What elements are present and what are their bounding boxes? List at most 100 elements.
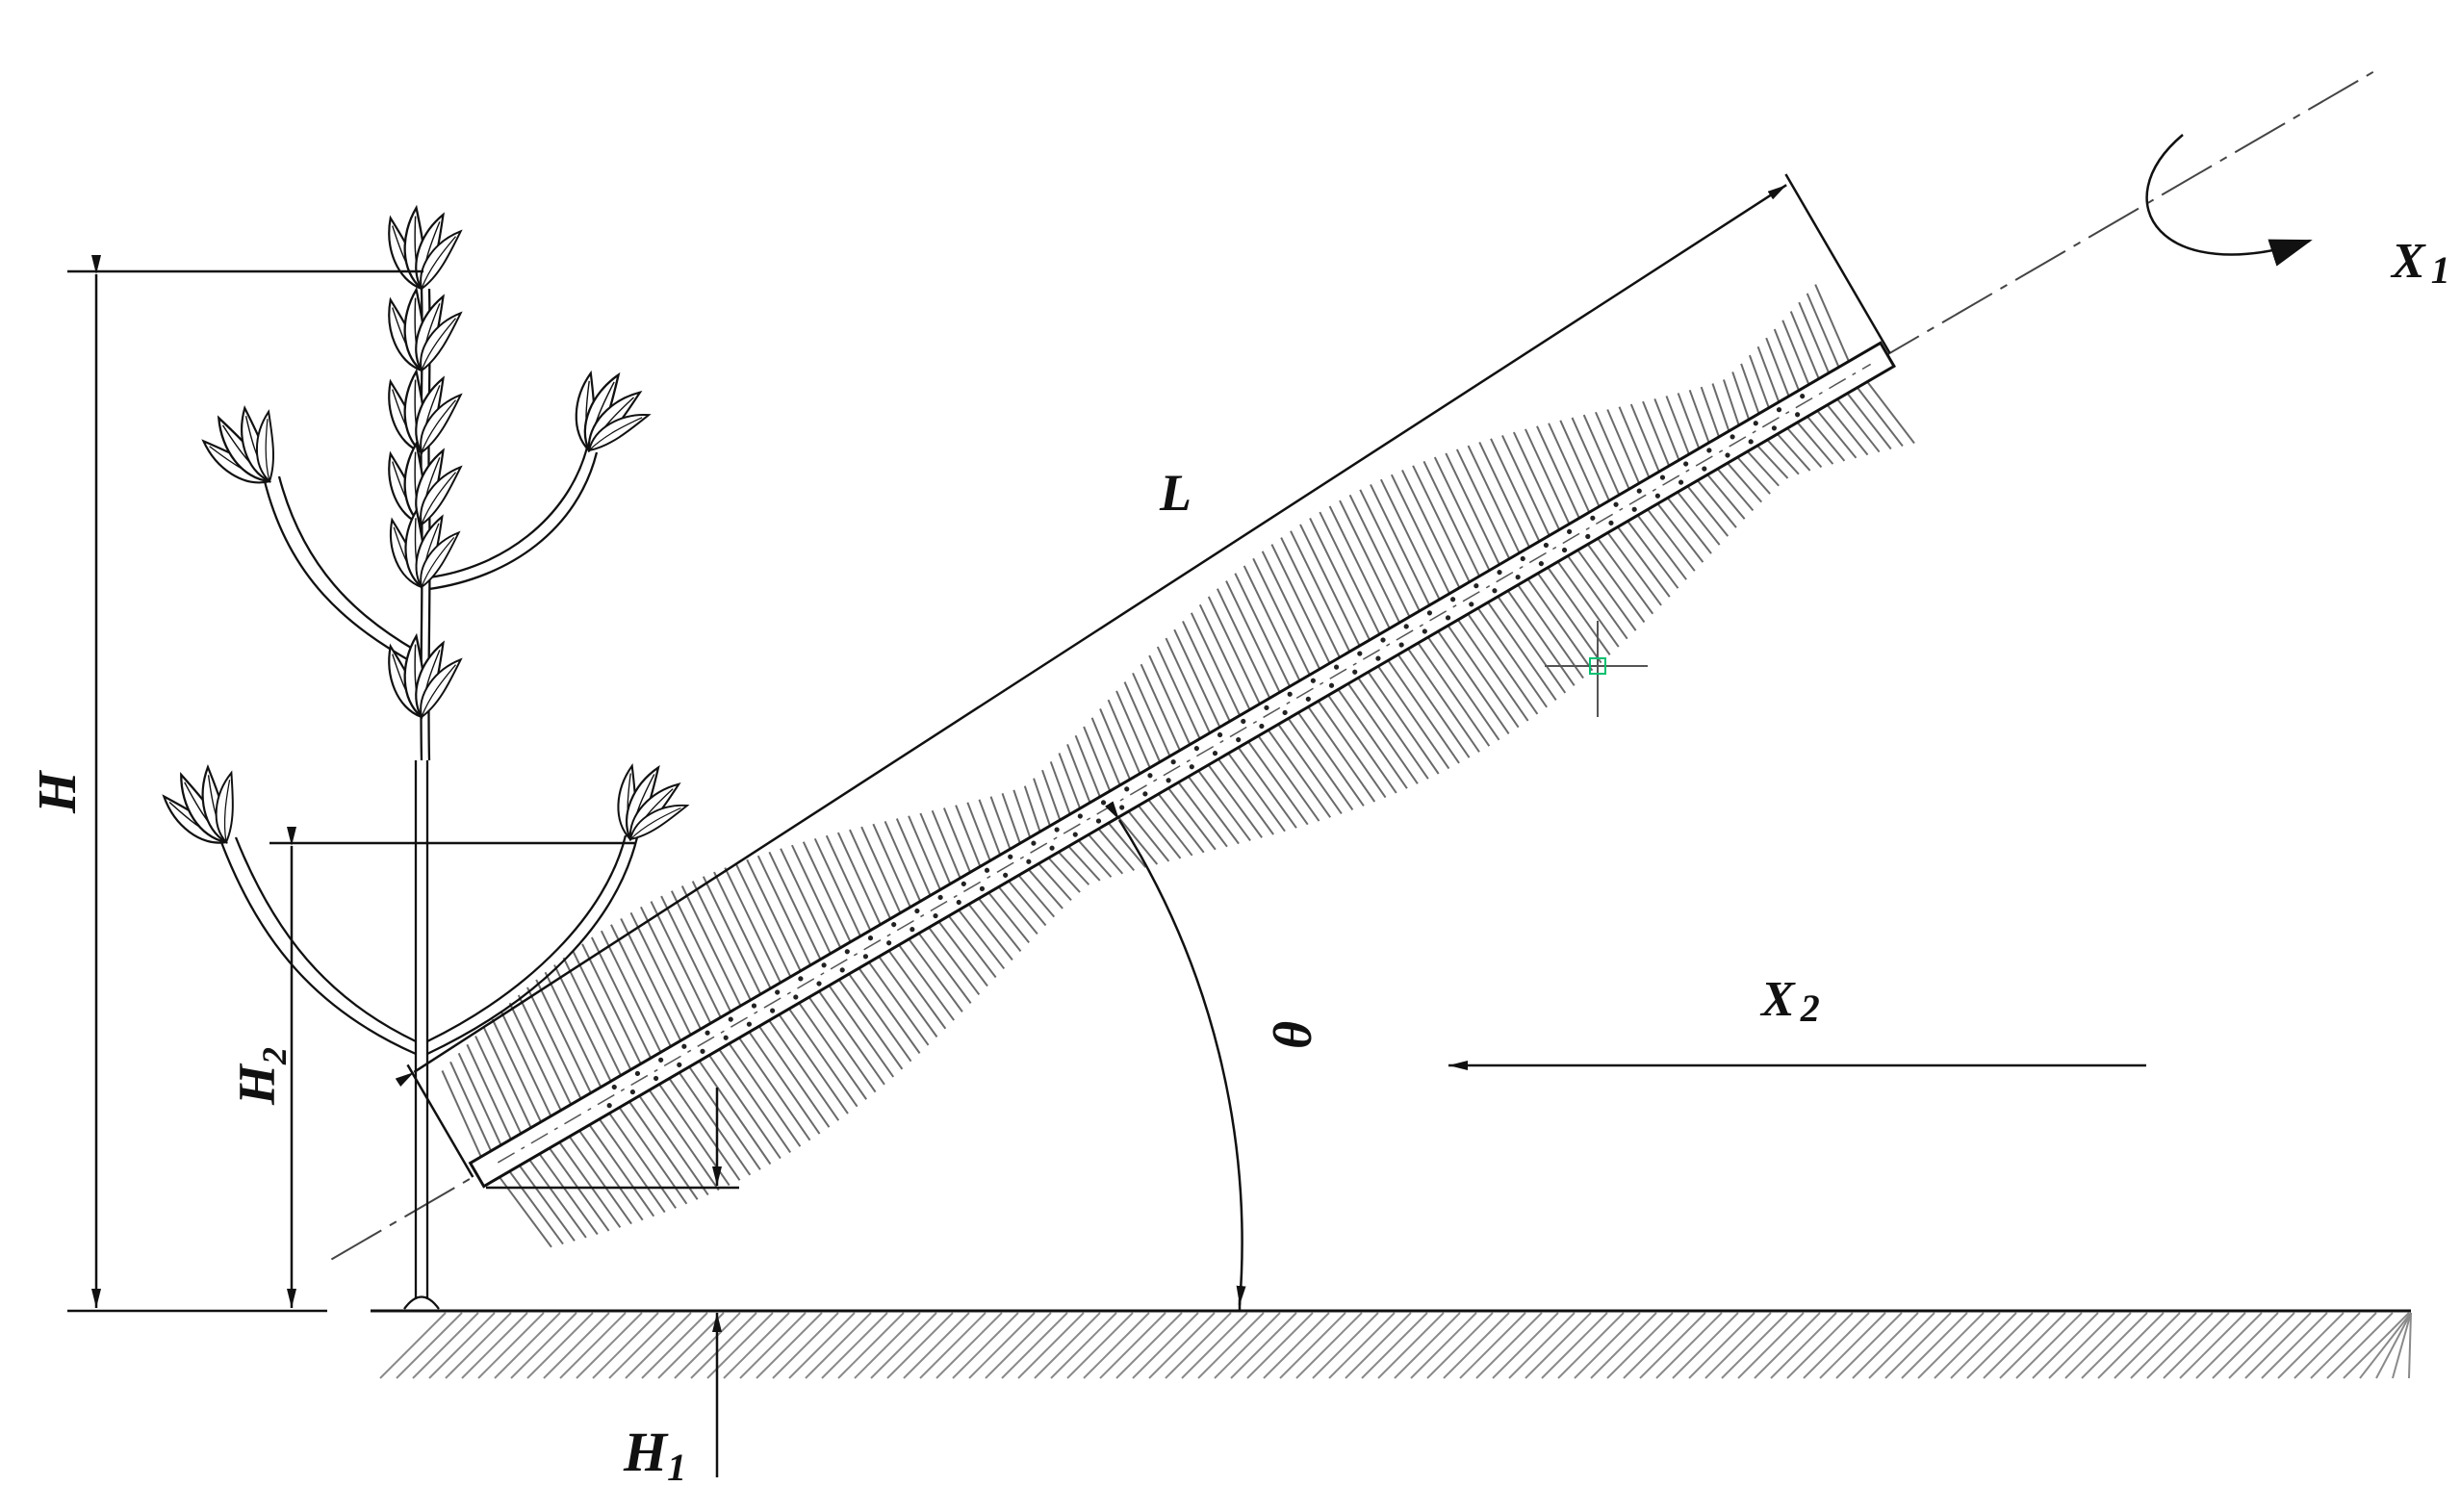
hatch-line: [1672, 1312, 1739, 1379]
hatch-line: [1246, 1312, 1314, 1379]
bristle-lower: [1258, 735, 1320, 822]
hatch-line: [805, 1312, 872, 1379]
bristle-lower: [1477, 608, 1548, 708]
L-dimension-line: [395, 184, 1787, 1088]
bristle-upper: [1099, 708, 1131, 780]
bristle-lower: [1747, 451, 1780, 487]
hatch-line: [625, 1312, 692, 1379]
bristle-lower: [1048, 858, 1081, 893]
hatch-line: [1394, 1312, 1461, 1379]
plant-branch-lower-right-inner: [426, 834, 628, 1043]
bristle-lower: [1268, 730, 1332, 818]
bristle-lower: [1318, 701, 1387, 799]
hatch-line: [2130, 1312, 2197, 1379]
bristle-upper: [1642, 400, 1670, 466]
leaf: [420, 229, 463, 291]
L-label: L: [1159, 464, 1192, 522]
bristle-lower: [829, 986, 895, 1078]
bristle-lower: [569, 1137, 632, 1225]
theta-label: θ: [1264, 1021, 1323, 1049]
leaf: [628, 805, 690, 841]
hatch-line: [935, 1312, 1003, 1379]
bristle-lower: [928, 927, 981, 996]
bristle-lower: [1647, 509, 1696, 572]
bristle-lower: [1517, 585, 1584, 679]
hatch-line: [510, 1312, 577, 1379]
bristle-lower: [1188, 777, 1240, 845]
bristle-lower: [1327, 695, 1397, 794]
bristle-upper: [849, 829, 891, 919]
bristle-lower: [1627, 521, 1679, 589]
plant-root-base: [403, 1295, 440, 1310]
hatch-line: [1819, 1312, 1886, 1379]
leaf: [420, 657, 463, 719]
bristle-lower: [658, 1084, 730, 1187]
hatch-line: [2032, 1312, 2099, 1379]
svg-text:H1: H1: [623, 1421, 686, 1489]
bristle-lower: [559, 1142, 622, 1228]
bristle-lower: [918, 933, 972, 1004]
hatch-line: [1214, 1312, 1281, 1379]
hatch-line: [1803, 1312, 1870, 1379]
hatch-line: [559, 1312, 627, 1379]
hatch-line: [1737, 1312, 1805, 1379]
leaf: [420, 393, 463, 454]
bristle-upper: [756, 855, 811, 965]
hatch-line: [1034, 1312, 1101, 1379]
shaft-bead: [1800, 394, 1806, 399]
hatch-line: [1623, 1312, 1690, 1379]
bristle-upper: [908, 815, 941, 889]
bristle-lower: [1797, 423, 1834, 465]
bristle-upper: [1765, 337, 1790, 397]
bristle-upper: [1455, 448, 1510, 559]
bristle-lower: [1208, 765, 1263, 838]
bristle-lower: [1867, 381, 1915, 445]
bristle-upper: [1467, 445, 1521, 553]
bristle-upper: [966, 802, 991, 860]
bristle-upper: [1445, 452, 1500, 565]
svg-text:H2: H2: [228, 1047, 294, 1106]
leaf: [255, 409, 274, 483]
hatch-line: [1181, 1312, 1248, 1379]
hatch-line: [1704, 1312, 1772, 1379]
bristle-upper: [508, 1002, 562, 1111]
hatch-line: [1639, 1312, 1706, 1379]
hatch-line: [1099, 1312, 1166, 1379]
bristle-upper: [1524, 428, 1570, 524]
hatch-line: [1426, 1312, 1494, 1379]
hatch-line: [1590, 1312, 1657, 1379]
plant-branch-lower-right: [426, 836, 639, 1056]
hatch-line: [1345, 1312, 1412, 1379]
bristle-upper: [457, 1052, 502, 1145]
bristle-upper: [1789, 311, 1820, 379]
bristle-lower: [799, 1003, 867, 1100]
hatch-line: [608, 1312, 676, 1379]
bristle-lower: [1537, 573, 1602, 664]
hatch-line: [821, 1312, 888, 1379]
hatch-line: [968, 1312, 1036, 1379]
hatch-line: [1132, 1312, 1199, 1379]
bristle-lower: [758, 1026, 831, 1128]
hatch-line: [526, 1312, 594, 1379]
bristle-lower: [589, 1125, 655, 1217]
hatch-line: [428, 1312, 496, 1379]
bristle-lower: [679, 1072, 752, 1176]
hatch-line: [1165, 1312, 1232, 1379]
start-extension-line: [406, 1064, 474, 1178]
bristle-upper: [1216, 588, 1270, 698]
hatch-line: [1312, 1312, 1379, 1379]
bristle-lower: [848, 974, 912, 1063]
bristle-lower: [838, 980, 904, 1070]
hatch-line: [1148, 1312, 1216, 1379]
theta-angle-arc: [1105, 801, 1246, 1306]
bristle-upper: [1066, 744, 1091, 803]
hatch-line: [379, 1312, 447, 1379]
hatch-line: [1017, 1312, 1085, 1379]
bristle-upper: [500, 1011, 551, 1116]
bristle-lower: [1158, 794, 1205, 854]
bristle-lower: [1827, 404, 1869, 456]
hatch-line: [1934, 1312, 2001, 1379]
